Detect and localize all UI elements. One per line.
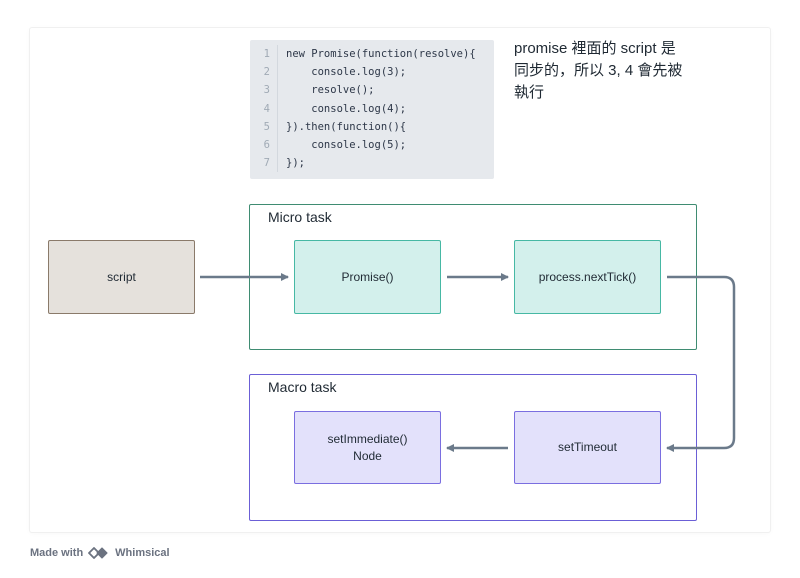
next-tick-label: process.nextTick() — [538, 269, 637, 284]
line-number: 1 — [250, 45, 278, 64]
code-text: resolve(); — [286, 84, 375, 97]
code-line: 2 console.log(3); — [250, 63, 494, 82]
code-line: 4 console.log(4); — [250, 99, 494, 118]
code-text: console.log(5); — [286, 138, 407, 151]
code-text: }).then(function(){ — [286, 120, 407, 133]
set-immediate-node: setImmediate() Node — [294, 411, 441, 484]
line-number: 6 — [250, 135, 278, 155]
code-text: new Promise(function(resolve){ — [286, 48, 476, 60]
whimsical-logo-icon — [88, 547, 108, 559]
line-number: 3 — [250, 81, 278, 100]
next-tick-node: process.nextTick() — [514, 240, 661, 314]
code-line: 1 new Promise(function(resolve){ — [250, 45, 494, 64]
code-text: console.log(4); — [286, 102, 407, 115]
script-node: script — [48, 240, 195, 314]
annotation-note: promise 裡面的 script 是 同步的，所以 3, 4 會先被 執行 — [514, 38, 714, 104]
macro-task-title: Macro task — [268, 379, 337, 395]
made-with-label: Made with — [30, 547, 84, 559]
set-immediate-label: setImmediate() — [327, 431, 408, 446]
code-line: 6 console.log(5); — [250, 135, 494, 155]
note-line: 執行 — [514, 84, 545, 101]
code-text: console.log(3); — [286, 66, 407, 79]
set-immediate-sublabel: Node — [353, 448, 382, 463]
micro-task-title: Micro task — [268, 209, 332, 225]
line-number: 4 — [250, 99, 278, 118]
line-number: 5 — [250, 117, 278, 136]
code-line: 7}); — [250, 154, 494, 173]
line-number: 7 — [250, 154, 278, 173]
brand-name: Whimsical — [115, 547, 170, 559]
footer-attribution[interactable]: Made with Whimsical — [30, 546, 170, 560]
note-line: 同步的，所以 3, 4 會先被 — [514, 62, 683, 79]
promise-node: Promise() — [294, 240, 441, 314]
code-line: 5 }).then(function(){ — [250, 117, 494, 136]
code-line: 3 resolve(); — [250, 81, 494, 100]
note-line: promise 裡面的 script 是 — [514, 40, 676, 57]
set-timeout-node: setTimeout — [514, 411, 661, 484]
set-timeout-label: setTimeout — [558, 440, 617, 454]
line-number: 2 — [250, 63, 278, 82]
promise-label: Promise() — [341, 269, 394, 284]
code-block: 1 new Promise(function(resolve){ 2 consol… — [250, 40, 494, 179]
script-label: script — [107, 269, 136, 284]
code-text: }); — [286, 157, 305, 170]
